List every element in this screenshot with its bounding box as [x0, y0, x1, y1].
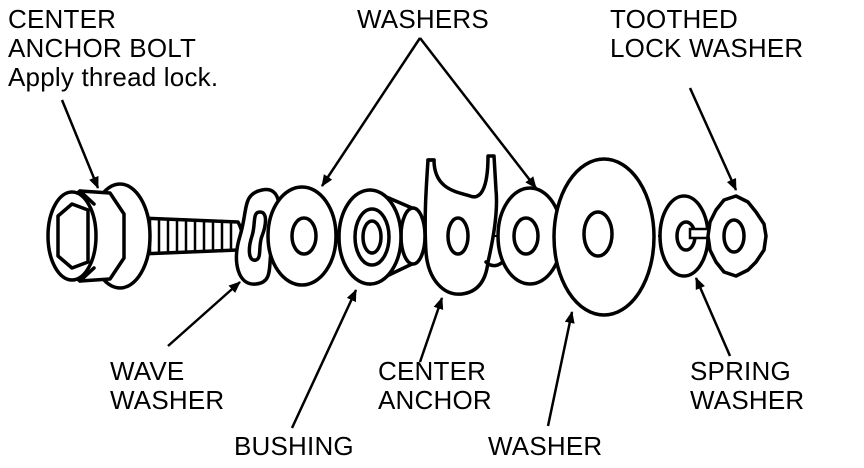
toothed-lock-washer-part — [706, 194, 768, 278]
label-center-anchor: CENTER ANCHOR — [378, 357, 492, 415]
label-bushing: BUSHING — [234, 432, 354, 461]
label-washer: WASHER — [488, 432, 602, 461]
label-center-anchor-bolt-line1: CENTER — [8, 4, 117, 34]
label-bushing-line1: BUSHING — [234, 431, 354, 461]
label-center-anchor-bolt: CENTER ANCHOR BOLT Apply thread lock. — [8, 5, 218, 92]
leader-spring-washer — [694, 277, 732, 357]
label-toothed-lock-washer-line2: LOCK WASHER — [610, 33, 804, 63]
leader-bushing — [290, 289, 358, 429]
label-center-anchor-line1: CENTER — [378, 356, 487, 386]
label-toothed-lock-washer: TOOTHED LOCK WASHER — [610, 5, 803, 63]
label-center-anchor-bolt-line3: Apply thread lock. — [8, 62, 219, 92]
leader-center-anchor — [418, 297, 444, 363]
leader-washer — [546, 311, 575, 427]
leader-center-anchor-bolt — [60, 99, 100, 189]
spring-washer-part — [658, 194, 714, 278]
label-wave-washer-line1: WAVE — [110, 356, 185, 386]
leader-washers-right — [419, 37, 537, 189]
leader-wave-washer — [167, 281, 241, 347]
label-washers: WASHERS — [357, 5, 489, 34]
label-spring-washer-line2: WASHER — [690, 385, 805, 415]
large-washer-part — [552, 157, 656, 317]
label-spring-washer: SPRING WASHER — [690, 357, 804, 415]
label-washer-line1: WASHER — [488, 431, 603, 461]
washer-1-part — [266, 185, 338, 287]
leader-toothed-lock-washer — [688, 87, 738, 191]
bushing-part — [337, 188, 427, 286]
center-anchor-part — [423, 154, 506, 296]
leader-lines — [60, 37, 738, 429]
label-wave-washer-line2: WASHER — [110, 385, 225, 415]
label-wave-washer: WAVE WASHER — [110, 357, 224, 415]
label-toothed-lock-washer-line1: TOOTHED — [610, 4, 739, 34]
center-anchor-bolt-part — [46, 182, 244, 290]
leader-washers-left — [320, 37, 422, 187]
label-center-anchor-bolt-line2: ANCHOR BOLT — [8, 33, 197, 63]
label-center-anchor-line2: ANCHOR — [378, 385, 492, 415]
label-spring-washer-line1: SPRING — [690, 356, 791, 386]
label-washers-line1: WASHERS — [357, 4, 489, 34]
